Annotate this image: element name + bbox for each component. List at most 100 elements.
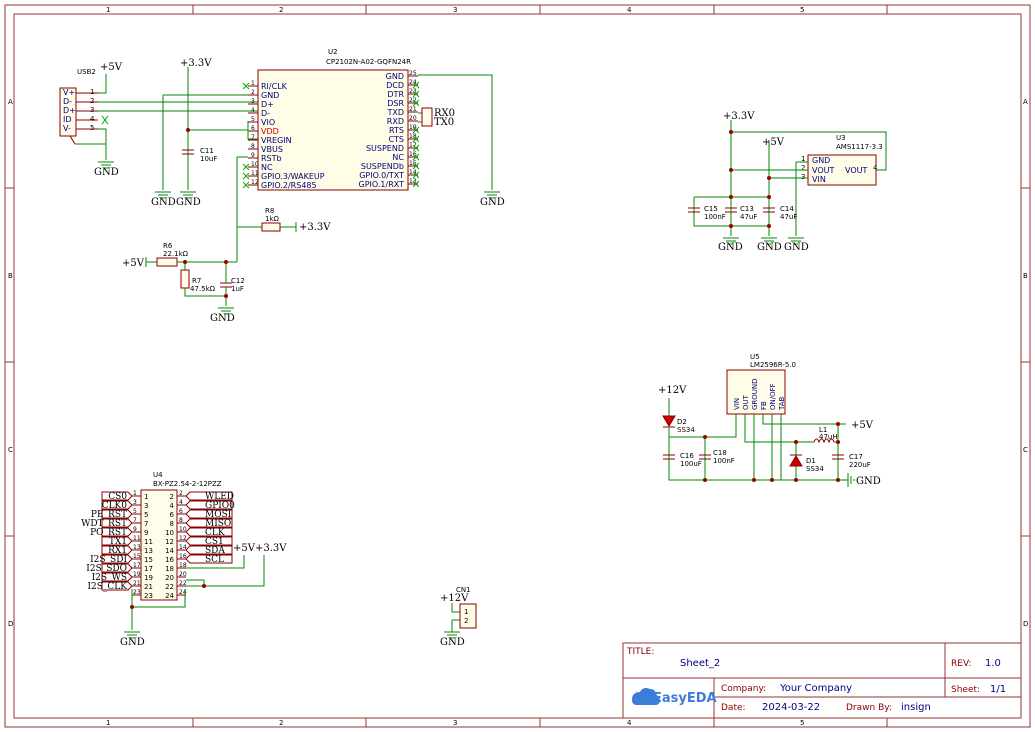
inductor-l1[interactable]: L1 47uH (813, 426, 838, 444)
sheet-label: Sheet: (951, 685, 980, 695)
capacitor-c14[interactable]: C14 47uF (763, 205, 797, 221)
usb2-connector[interactable]: USB2 V+ D- D+ ID V- 1 2 3 4 5 (59, 68, 98, 145)
u2-right-nc-mark-13 (412, 180, 420, 188)
u3-ams1117[interactable]: U3 AMS1117-3.3 GND VOUT VIN VOUT 1 2 3 4 (801, 134, 883, 186)
gnd-symbols-u3 (723, 237, 804, 245)
net-12v-cn1: +12V (440, 593, 469, 604)
c11-ref: C11 (200, 147, 214, 155)
u4-outer-even-2: 4 (179, 499, 183, 506)
diode-d1[interactable]: D1 SS34 (789, 454, 824, 473)
u2-ref: U2 (328, 48, 338, 56)
u4-outer-even-3: 6 (179, 508, 183, 515)
u4-outer-even-9: 18 (179, 562, 187, 569)
gnd-symbols-u2 (155, 191, 500, 199)
u4-num-even-1: 2 (170, 493, 174, 501)
u3-pin-gnd: GND (812, 156, 830, 165)
row-label-left-c: C (8, 446, 13, 454)
u2-right-pin-10: NC (392, 153, 404, 162)
resistor-r8[interactable]: R8 1kΩ (261, 207, 297, 232)
u4-num-odd-6: 11 (144, 538, 153, 546)
u2-left-pin-7: VREGIN (261, 136, 292, 145)
u2-right-num-6: 20 (409, 115, 417, 122)
capacitor-c17[interactable]: C17 220uF (832, 453, 871, 469)
u4-num-even-8: 16 (165, 556, 174, 564)
capacitor-c13[interactable]: C13 47uF (725, 205, 757, 221)
u5-pin-6: TAB (778, 396, 786, 411)
u2-left-pin-6: VDD (261, 127, 279, 136)
u2-left-num-3: 3 (251, 98, 255, 105)
u4-num-even-12: 24 (165, 592, 174, 600)
date-value: 2024-03-22 (762, 702, 820, 713)
u4-num-odd-12: 23 (144, 592, 153, 600)
sheet-frame: 1 2 3 4 5 1 2 3 4 5 A B C D A B C D (4, 4, 1031, 728)
gnd-u2-b: GND (176, 197, 201, 208)
cn1-connector[interactable]: CN1 1 2 (451, 586, 477, 632)
capacitor-c18[interactable]: C18 100nF (699, 449, 735, 465)
r8-value: 1kΩ (265, 215, 280, 223)
c15-ref: C15 (704, 205, 718, 213)
r6-ref: R6 (163, 242, 173, 250)
r8-ref: R8 (265, 207, 274, 215)
diode-d2[interactable]: D2 SS34 (662, 415, 695, 434)
u2-right-nc-mark-9 (412, 144, 420, 152)
gnd-u2-a: GND (151, 197, 176, 208)
capacitor-c15[interactable]: C15 100nF (688, 205, 726, 221)
easyeda-logo-icon: EasyEDA (632, 688, 717, 706)
net-12v-u5: +12V (658, 385, 687, 396)
u5-pin-5: ON/OFF (769, 383, 777, 410)
gnd-cn1-label: GND (440, 637, 465, 648)
u4-outer-odd-10: 19 (133, 571, 141, 578)
c13-ref: C13 (740, 205, 754, 213)
c15-value: 100nF (704, 213, 726, 221)
net-5v-rst: +5V (122, 258, 145, 269)
u4-outer-even-10: 20 (179, 571, 187, 578)
u4-right-label-6: CS1 (205, 537, 224, 547)
capacitor-c16[interactable]: C16 100uF (663, 452, 702, 468)
usb2-num-1: 1 (90, 88, 94, 96)
u2-right-pin-8: CTS (388, 135, 404, 144)
gnd-symbol-u4 (124, 631, 140, 639)
net-5v-u4: +5V (233, 543, 256, 554)
usb2-pin-dminus: D- (63, 97, 72, 106)
gnd-u3-b: GND (757, 242, 782, 253)
u2-left-pin-2: GND (261, 91, 279, 100)
gnd-symbol-rst (218, 307, 234, 315)
u4-left-label-6: TX1 (109, 537, 127, 547)
gnd-symbol-u5 (847, 473, 855, 487)
u4-right-label-3: MOSI (205, 510, 232, 520)
capacitor-c12[interactable]: C12 1uF (220, 277, 245, 293)
u4-part: BX-PZ2.54-2-12PZZ (153, 480, 222, 488)
u4-outer-odd-11: 21 (133, 580, 141, 587)
col-label-top-3: 3 (453, 6, 457, 14)
u2-right-nc-mark-2 (412, 81, 420, 89)
u2-right-pin-3: DTR (387, 90, 404, 99)
u2-right-pin-13: GPIO.1/RXT (359, 180, 405, 189)
u4-outer-even-7: 14 (179, 544, 187, 551)
u4-outer-even-11: 22 (179, 580, 187, 587)
u2-right-nc-mark-7 (412, 126, 420, 134)
drawn-by-label: Drawn By: (846, 703, 892, 713)
col-label-top-1: 1 (106, 6, 110, 14)
u2-right-pin-12: GPIO.0/TXT (359, 171, 404, 180)
u2-left-pin-3: D+ (261, 100, 274, 109)
col-label-bottom-1: 1 (106, 719, 110, 727)
u3-pin-vout-right: VOUT (845, 166, 867, 175)
gnd-u2-c: GND (480, 197, 505, 208)
gnd-u3-a: GND (718, 242, 743, 253)
u4-left-label-10: I2S_WS (92, 573, 127, 583)
gnd-symbol-usb (98, 161, 114, 169)
u4-wires (131, 555, 265, 630)
d1-ref: D1 (806, 457, 816, 465)
capacitor-c11[interactable]: C11 10uF (182, 147, 217, 163)
row-label-left-a: A (8, 98, 13, 106)
u2-left-num-2: 2 (251, 89, 255, 96)
u4-num-odd-4: 7 (144, 520, 148, 528)
u2-left-pin-11: GPIO.3/WAKEUP (261, 172, 325, 181)
u4-right-label-8: SCL (205, 555, 224, 565)
row-label-right-b: B (1023, 272, 1028, 280)
resistor-r7[interactable]: R7 47.5kΩ (180, 269, 216, 293)
